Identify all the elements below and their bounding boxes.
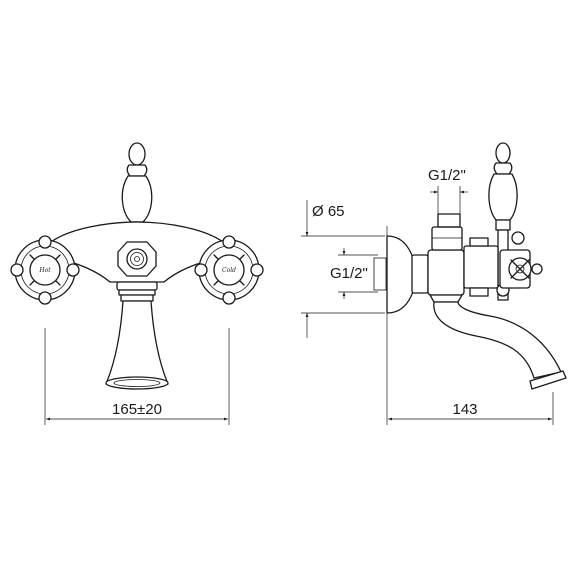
front-view: Hot Cold 165±20: [10, 142, 264, 425]
diameter-label: Ø 65: [312, 203, 345, 220]
side-spout: [433, 301, 562, 379]
cold-label: Cold: [222, 267, 236, 274]
hot-label: Hot: [38, 267, 51, 274]
front-spout: [105, 281, 169, 390]
thread-side-label: G1/2": [330, 265, 368, 282]
thread-top-label: G1/2": [428, 167, 466, 184]
lever-handle: [121, 142, 153, 229]
left-cross-handle: Hot: [10, 235, 80, 305]
projection-label: 143: [452, 401, 477, 418]
central-knob: [117, 241, 157, 277]
dimension-thread-side: G1/2": [330, 248, 387, 299]
dimension-width-label: 165±20: [112, 401, 162, 418]
dimension-projection: 143: [386, 322, 554, 425]
dimension-width: 165±20: [44, 328, 230, 425]
side-body: [427, 213, 465, 303]
side-cross-handle: [499, 249, 543, 289]
dimension-diameter: Ø 65: [301, 200, 385, 338]
connection-nut: [411, 254, 429, 294]
dimension-thread-top: G1/2": [428, 167, 468, 214]
side-view: Ø 65 G1/2" G1/2" 143: [301, 142, 567, 425]
right-cross-handle: Cold: [194, 235, 264, 305]
